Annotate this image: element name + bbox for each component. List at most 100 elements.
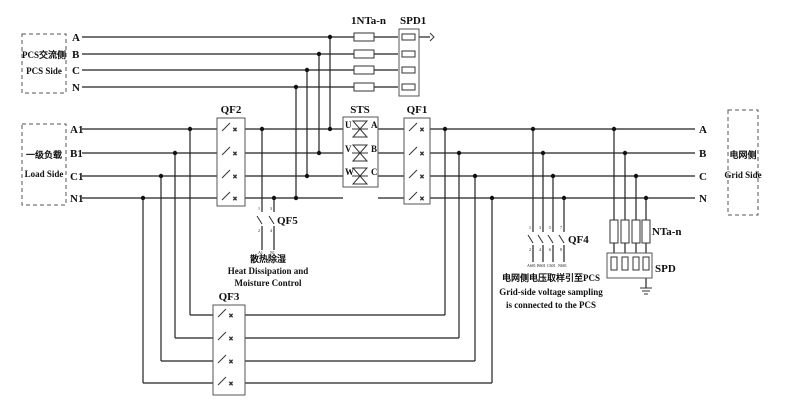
- junction-dot: [442, 126, 448, 132]
- qf4-terminal: 7: [560, 225, 562, 230]
- junction-dot: [172, 150, 178, 156]
- qf1-terminal-icon: ×: [420, 150, 424, 158]
- qf5-note-line2: Moisture Control: [235, 278, 302, 288]
- grid-phase-n: N: [699, 193, 707, 205]
- qf4-contact: [537, 234, 544, 244]
- junction-dot: [540, 150, 546, 156]
- load-side-en: Load Side: [25, 169, 64, 179]
- qf4-contact: [527, 234, 534, 244]
- junction-dot: [489, 195, 495, 201]
- fuse-icon: [641, 219, 651, 244]
- qf2-contact: [221, 122, 231, 132]
- grid-side-box: [727, 109, 759, 216]
- load-phase-n1: N1: [70, 193, 83, 205]
- spd-element-icon: [401, 66, 416, 74]
- qf3-contact: [217, 376, 227, 386]
- spd-element-icon: [401, 50, 416, 58]
- load-side-cn: 一级负载: [26, 149, 62, 160]
- qf2-terminal-icon: ×: [233, 126, 237, 134]
- spd1-label: SPD1: [400, 15, 426, 27]
- qf2-terminal-icon: ×: [233, 150, 237, 158]
- qf3-contact: [217, 354, 227, 364]
- qf5-terminal-1: 1: [258, 206, 260, 211]
- qf1-terminal-icon: ×: [420, 195, 424, 203]
- spd-element-icon: [621, 256, 629, 271]
- qf2-box: [216, 117, 246, 207]
- junction-dot: [259, 126, 265, 132]
- qf4-terminal: 1: [529, 225, 531, 230]
- pcs-phase-a: A: [72, 32, 80, 44]
- qf5-note-line1: Heat Dissipation and: [228, 266, 309, 276]
- junction-dot: [456, 150, 462, 156]
- qf1-terminal-icon: ×: [420, 126, 424, 134]
- pcs-side-box: [21, 33, 67, 94]
- qf1-contact: [408, 191, 418, 201]
- fuse-icon: [353, 65, 375, 75]
- spd-element-icon: [401, 83, 416, 91]
- qf5-terminal-3: 3: [270, 206, 272, 211]
- qf4-note-line2: is connected to the PCS: [506, 300, 596, 310]
- sts-out-a: A: [371, 120, 378, 130]
- qf4-terminal: 8: [560, 247, 562, 252]
- junction-dot: [187, 126, 193, 132]
- thyristor-icon: [351, 167, 369, 185]
- junction-dot: [530, 126, 536, 132]
- fuse-top-label: 1NTa-n: [351, 15, 386, 27]
- grid-phase-a: A: [699, 124, 707, 136]
- sts-out-b: B: [371, 144, 377, 154]
- sts-out-c: C: [371, 167, 378, 177]
- fuse-icon: [620, 219, 630, 244]
- junction-dot: [271, 195, 277, 201]
- qf4-note-line1: Grid-side voltage sampling: [499, 287, 603, 297]
- grid-side-cn: 电网侧: [729, 149, 756, 160]
- qf4-label: QF4: [568, 234, 589, 246]
- qf1-contact: [408, 122, 418, 132]
- ground-arrow-icon: [429, 32, 435, 42]
- junction-dot: [293, 84, 299, 90]
- junction-dot: [633, 173, 639, 179]
- sts-in-w: W: [345, 167, 354, 177]
- qf3-contact: [217, 331, 227, 341]
- thyristor-icon: [351, 144, 369, 162]
- qf5-contact: [256, 215, 263, 225]
- qf5-output-n1: N1: [270, 250, 275, 255]
- qf1-box: [403, 117, 431, 205]
- spd-element-icon: [632, 256, 640, 271]
- qf4-terminal: 6: [549, 247, 551, 252]
- pcs-phase-b: B: [72, 49, 80, 61]
- qf2-contact: [221, 169, 231, 179]
- sts-label: STS: [350, 104, 370, 116]
- pcs-phase-n: N: [72, 82, 80, 94]
- qf4-terminal: 5: [549, 225, 551, 230]
- qf5-terminal-4: 4: [270, 228, 272, 233]
- junction-dot: [158, 173, 164, 179]
- qf3-contact: [217, 308, 227, 318]
- qf4-contact: [558, 234, 565, 244]
- qf4-note-cn: 电网侧电压取样引至PCS: [502, 272, 600, 283]
- pcs-side-en: PCS Side: [26, 66, 62, 76]
- qf4-terminal: 3: [539, 225, 541, 230]
- qf5-contact: [268, 215, 275, 225]
- qf2-contact: [221, 191, 231, 201]
- grid-side-en: Grid Side: [724, 170, 761, 180]
- load-phase-b1: B1: [70, 148, 83, 160]
- grid-phase-c: C: [699, 171, 707, 183]
- junction-dot: [304, 173, 310, 179]
- sts-in-v: V: [345, 144, 352, 154]
- junction-dot: [327, 126, 333, 132]
- junction-dot: [293, 195, 299, 201]
- junction-dot: [327, 34, 333, 40]
- fuse-icon: [353, 82, 375, 92]
- spd1-box: [398, 28, 420, 97]
- junction-dot: [550, 173, 556, 179]
- qf2-contact: [221, 146, 231, 156]
- junction-dot: [561, 195, 567, 201]
- fuse-icon: [353, 32, 375, 42]
- junction-dot: [472, 173, 478, 179]
- ground-icon: [640, 287, 652, 295]
- qf5-output-a1: A1: [258, 250, 263, 255]
- load-side-box: [21, 123, 67, 206]
- qf2-label: QF2: [221, 104, 242, 116]
- junction-dot: [316, 150, 322, 156]
